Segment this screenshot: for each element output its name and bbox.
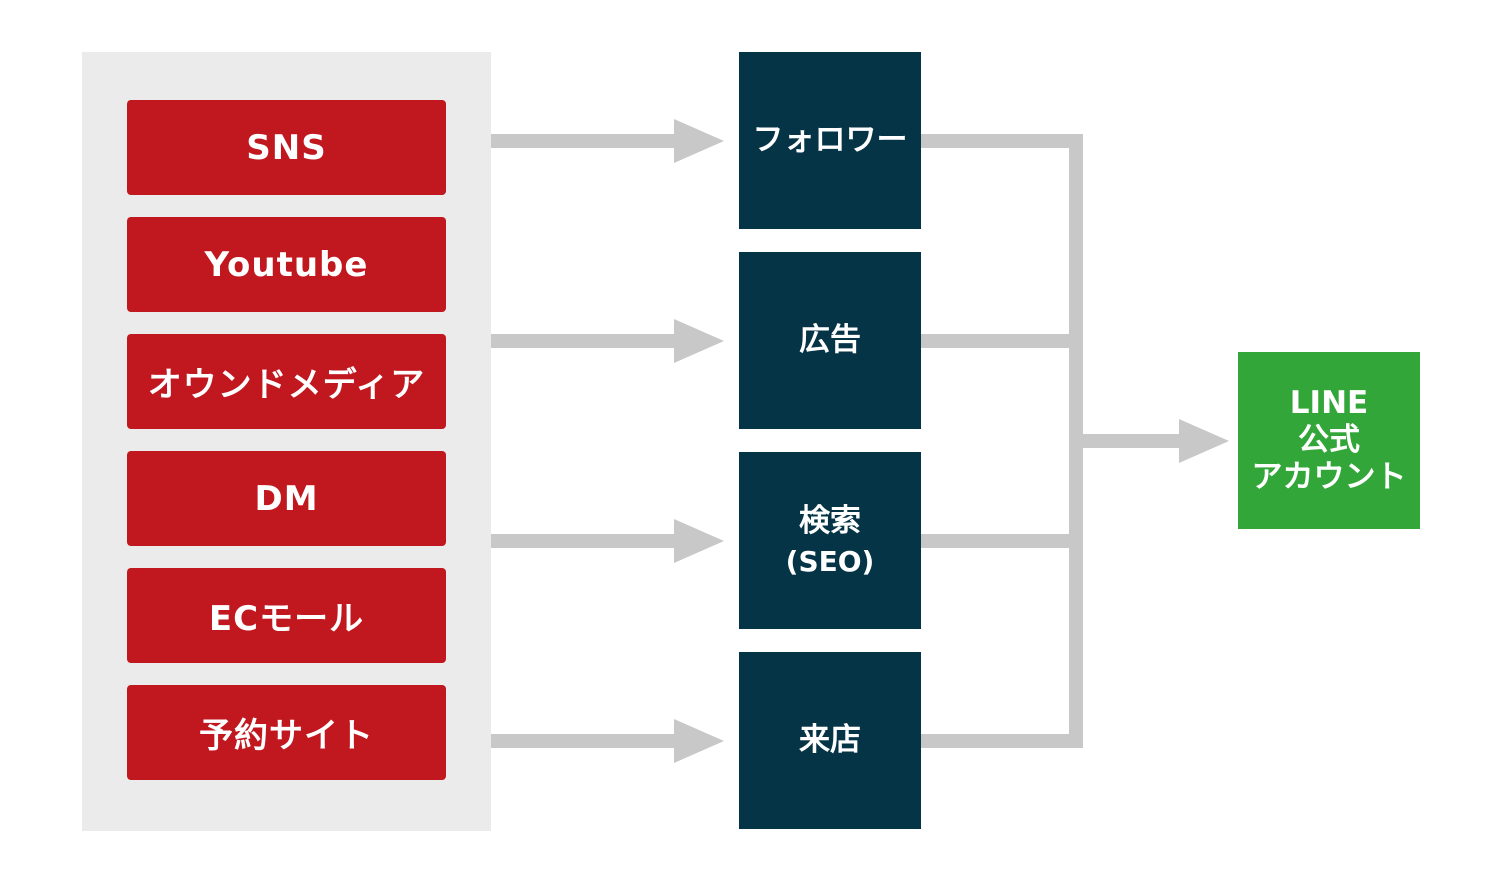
arrow-shaft bbox=[491, 134, 678, 148]
channel-sublabel: (SEO) bbox=[785, 544, 875, 578]
source-label: 予約サイト bbox=[199, 716, 374, 756]
source-box-youtube: Youtube bbox=[127, 217, 446, 312]
source-box-reservation-site: 予約サイト bbox=[127, 685, 446, 780]
channel-label: 広告 bbox=[799, 321, 861, 358]
arrow-head bbox=[674, 319, 724, 363]
channel-box-followers: フォロワー bbox=[739, 52, 921, 229]
source-label: ECモール bbox=[208, 599, 365, 639]
channel-label: 来店 bbox=[799, 721, 861, 758]
target-line2: 公式 bbox=[1298, 421, 1360, 458]
arrow-head bbox=[674, 719, 724, 763]
source-label: オウンドメディア bbox=[147, 365, 426, 405]
source-label: SNS bbox=[246, 127, 327, 168]
channel-box-ads: 広告 bbox=[739, 252, 921, 429]
arrow-shaft bbox=[491, 534, 678, 548]
source-label: DM bbox=[254, 478, 319, 519]
channel-box-store-visit: 来店 bbox=[739, 652, 921, 829]
bus-connector bbox=[921, 134, 1083, 148]
arrow-shaft bbox=[491, 334, 678, 348]
arrow-head bbox=[1179, 419, 1229, 463]
target-line1: LINE bbox=[1289, 384, 1369, 421]
source-box-sns: SNS bbox=[127, 100, 446, 195]
source-label: Youtube bbox=[204, 244, 369, 285]
vertical-bus bbox=[1069, 134, 1083, 748]
arrow-head bbox=[674, 119, 724, 163]
bus-connector bbox=[921, 534, 1083, 548]
source-box-owned-media: オウンドメディア bbox=[127, 334, 446, 429]
bus-connector bbox=[921, 734, 1083, 748]
arrow-shaft bbox=[1083, 434, 1183, 448]
source-box-ec-mall: ECモール bbox=[127, 568, 446, 663]
channel-label: フォロワー bbox=[752, 121, 908, 158]
bus-connector bbox=[921, 334, 1083, 348]
source-box-dm: DM bbox=[127, 451, 446, 546]
channel-box-search: 検索 (SEO) bbox=[739, 452, 921, 629]
arrow-head bbox=[674, 519, 724, 563]
line-official-account-box: LINE 公式 アカウント bbox=[1238, 352, 1420, 529]
arrow-shaft bbox=[491, 734, 678, 748]
target-line3: アカウント bbox=[1251, 459, 1407, 496]
channel-label: 検索 bbox=[799, 502, 861, 539]
